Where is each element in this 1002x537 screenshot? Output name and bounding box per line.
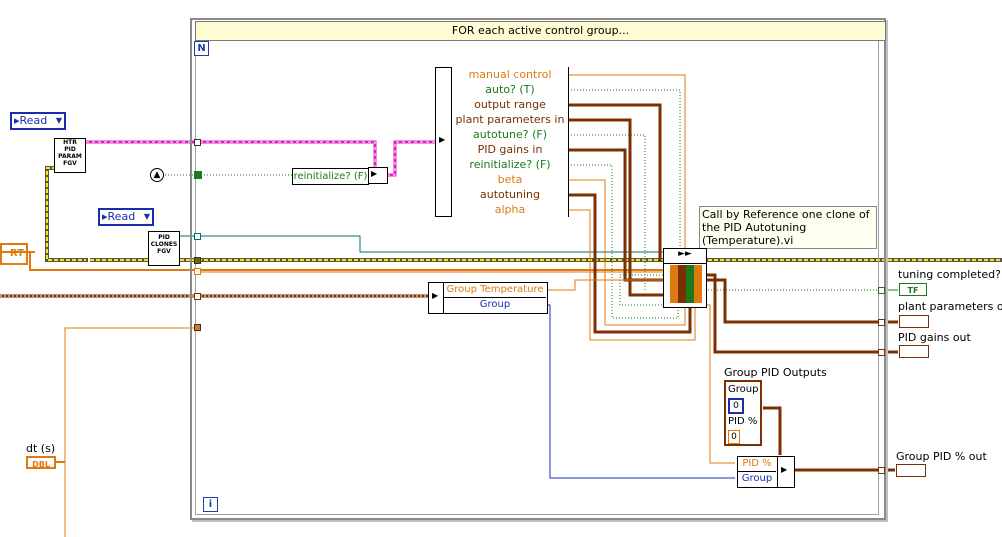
unbundle-arrow-icon: ▶ [439,135,446,144]
field-pid-gains-in[interactable]: PID gains in [452,142,568,158]
field-output-range[interactable]: output range [452,97,568,113]
dt-label: dt (s) [26,442,56,455]
cluster-tunnel[interactable] [194,293,201,300]
group-pid-pid-value[interactable]: 0 [728,430,740,444]
fgv-line: FGV [63,160,77,167]
connector-green [686,265,694,303]
reinit-bundle-label: reinitialize? (F) [292,168,369,185]
call-by-reference-comment: Call by Reference one clone of the PID A… [699,206,877,249]
group-pid-out-indicator[interactable] [896,464,926,477]
unbundle-input-strip: ▶ [429,283,444,313]
partial-left-control[interactable]: RT [0,243,28,265]
for-loop-frame[interactable] [190,18,886,520]
enum-dropdown-icon: ▼ [55,116,62,125]
connector-brown [678,265,686,303]
fgv-line: FGV [157,248,171,255]
bundle-arrow-icon: ▶ [781,465,788,474]
enum-left-icon: ▸ [102,210,108,223]
group-pid-outputs-constant[interactable]: Group 0 PID % 0 [724,380,762,446]
field-manual-control[interactable]: manual control [452,67,568,83]
call-by-reference-node[interactable]: ►► [663,248,707,308]
fgv-line: PID [64,146,76,153]
for-loop-header: FOR each active control group... [195,21,886,41]
field-reinitialize[interactable]: reinitialize? (F) [452,157,568,173]
unbundle-arrow-icon: ▶ [432,291,439,300]
field-group[interactable]: Group [479,299,511,310]
clones-tunnel[interactable] [194,233,201,240]
read-enum-htr[interactable]: ▸Read ▼ [10,112,66,130]
read-enum-label: Read [19,114,48,127]
group-pid-out-label: Group PID % out [896,450,987,463]
field-auto[interactable]: auto? (T) [452,82,568,98]
field-group-temperature[interactable]: Group Temperature [444,283,546,298]
bundle-output-strip: ▶ [777,457,794,487]
refnum-tunnel[interactable] [194,257,201,264]
group-pid-group-label: Group [728,384,759,395]
field-plant-parameters-in[interactable]: plant parameters in [452,112,568,128]
pid-gains-out-label: PID gains out [898,331,971,344]
group-pid-tunnel[interactable] [878,467,885,474]
connector-orange-2 [694,265,702,303]
boolean-tunnel[interactable] [194,171,202,179]
tuning-completed-label: tuning completed? [898,268,1001,281]
field-beta[interactable]: beta [452,172,568,188]
unbundle-input-strip: ▶ [435,67,452,217]
pid-param-tunnel[interactable] [194,139,201,146]
refnum-wire [30,166,1002,262]
bundle-arrow-icon: ▶ [371,169,378,178]
reinit-bundle-node[interactable]: ▶ [368,167,388,184]
group-pid-outputs-title: Group PID Outputs [724,366,827,379]
group-pid-group-value[interactable]: 0 [728,398,744,414]
read-enum-label: Read [107,210,136,223]
tuning-tunnel[interactable] [878,287,885,294]
htr-pid-param-fgv[interactable]: HTR PID PARAM FGV [54,138,86,173]
group-pid-pid-label: PID % [728,416,758,427]
pid-bundle-node[interactable]: PID % Group ▶ [737,456,795,488]
enum-dropdown-icon: ▼ [143,212,150,221]
tuning-completed-indicator[interactable]: TF [899,283,927,296]
call-by-ref-icon: ►► [664,249,706,264]
dt-control[interactable]: DBL [26,456,56,469]
field-autotuning-parameters[interactable]: autotuning parameters [452,187,568,216]
plant-parameters-out-indicator[interactable] [899,315,929,328]
fgv-line: HTR [63,139,77,146]
pid-gains-out-indicator[interactable] [899,345,929,358]
fgv-line: PID [158,234,170,241]
loop-constant-icon[interactable]: ▲ [150,168,164,182]
field-autotune[interactable]: autotune? (F) [452,127,568,143]
connector-orange [670,265,678,303]
read-enum-clones[interactable]: ▸Read ▼ [98,208,154,226]
pid-clones-fgv[interactable]: PID CLONES FGV [148,231,180,266]
bundle-field-pid[interactable]: PID % [738,457,776,472]
pid-param-wire [86,140,435,177]
dt-tunnel[interactable] [194,324,201,331]
enum-left-icon: ▸ [14,114,20,127]
loop-count-terminal[interactable]: N [194,41,209,56]
loop-iteration-terminal[interactable]: i [203,497,218,512]
plant-parameters-out-label: plant parameters out [898,300,1002,313]
field-alpha[interactable]: alpha [452,202,568,217]
orange-tunnel[interactable] [194,268,201,275]
group-temp-unbundle-node[interactable]: ▶ Group Temperature Group [428,282,548,314]
fgv-line: PARAM [58,153,82,160]
fgv-line: CLONES [150,241,178,248]
pid-gains-tunnel[interactable] [878,349,885,356]
plant-params-tunnel[interactable] [878,319,885,326]
bundle-field-group[interactable]: Group [741,473,773,484]
